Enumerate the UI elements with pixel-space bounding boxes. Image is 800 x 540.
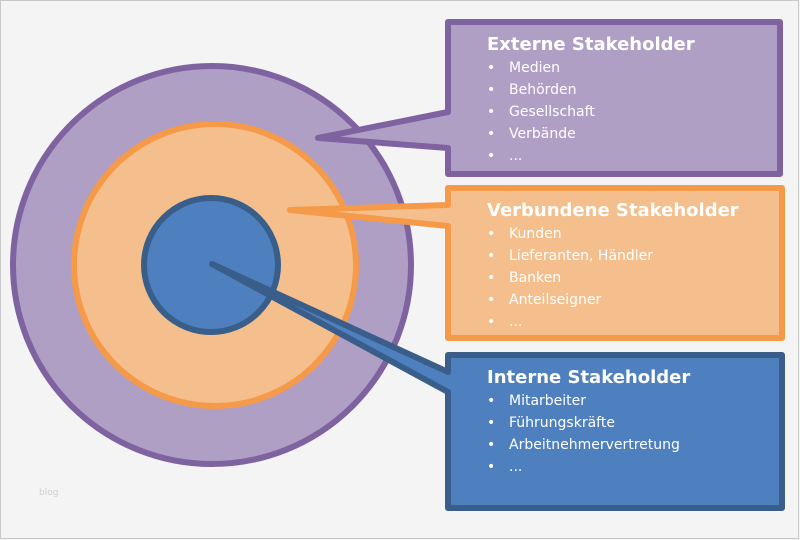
list-item: ... xyxy=(487,456,781,478)
list-item: Anteilseigner xyxy=(487,289,781,311)
list-item: Banken xyxy=(487,267,781,289)
list-item: ... xyxy=(487,311,781,333)
connected-title: Verbundene Stakeholder xyxy=(487,200,739,221)
list-item: Behörden xyxy=(487,79,779,101)
list-item: ... xyxy=(487,145,779,167)
list-item: Gesellschaft xyxy=(487,101,779,123)
list-item: Verbände xyxy=(487,123,779,145)
list-item: Medien xyxy=(487,57,779,79)
list-item: Führungskräfte xyxy=(487,412,781,434)
external-title: Externe Stakeholder xyxy=(487,34,695,55)
external-stakeholder-box: Externe Stakeholder Medien Behörden Gese… xyxy=(451,25,779,171)
list-item: Lieferanten, Händler xyxy=(487,245,781,267)
watermark: blog xyxy=(39,488,59,498)
list-item: Arbeitnehmervertretung xyxy=(487,434,781,456)
connected-stakeholder-box: Verbundene Stakeholder Kunden Lieferante… xyxy=(451,191,781,336)
list-item: Mitarbeiter xyxy=(487,390,781,412)
internal-stakeholder-box: Interne Stakeholder Mitarbeiter Führungs… xyxy=(451,358,781,505)
internal-title: Interne Stakeholder xyxy=(487,367,691,388)
list-item: Kunden xyxy=(487,223,781,245)
